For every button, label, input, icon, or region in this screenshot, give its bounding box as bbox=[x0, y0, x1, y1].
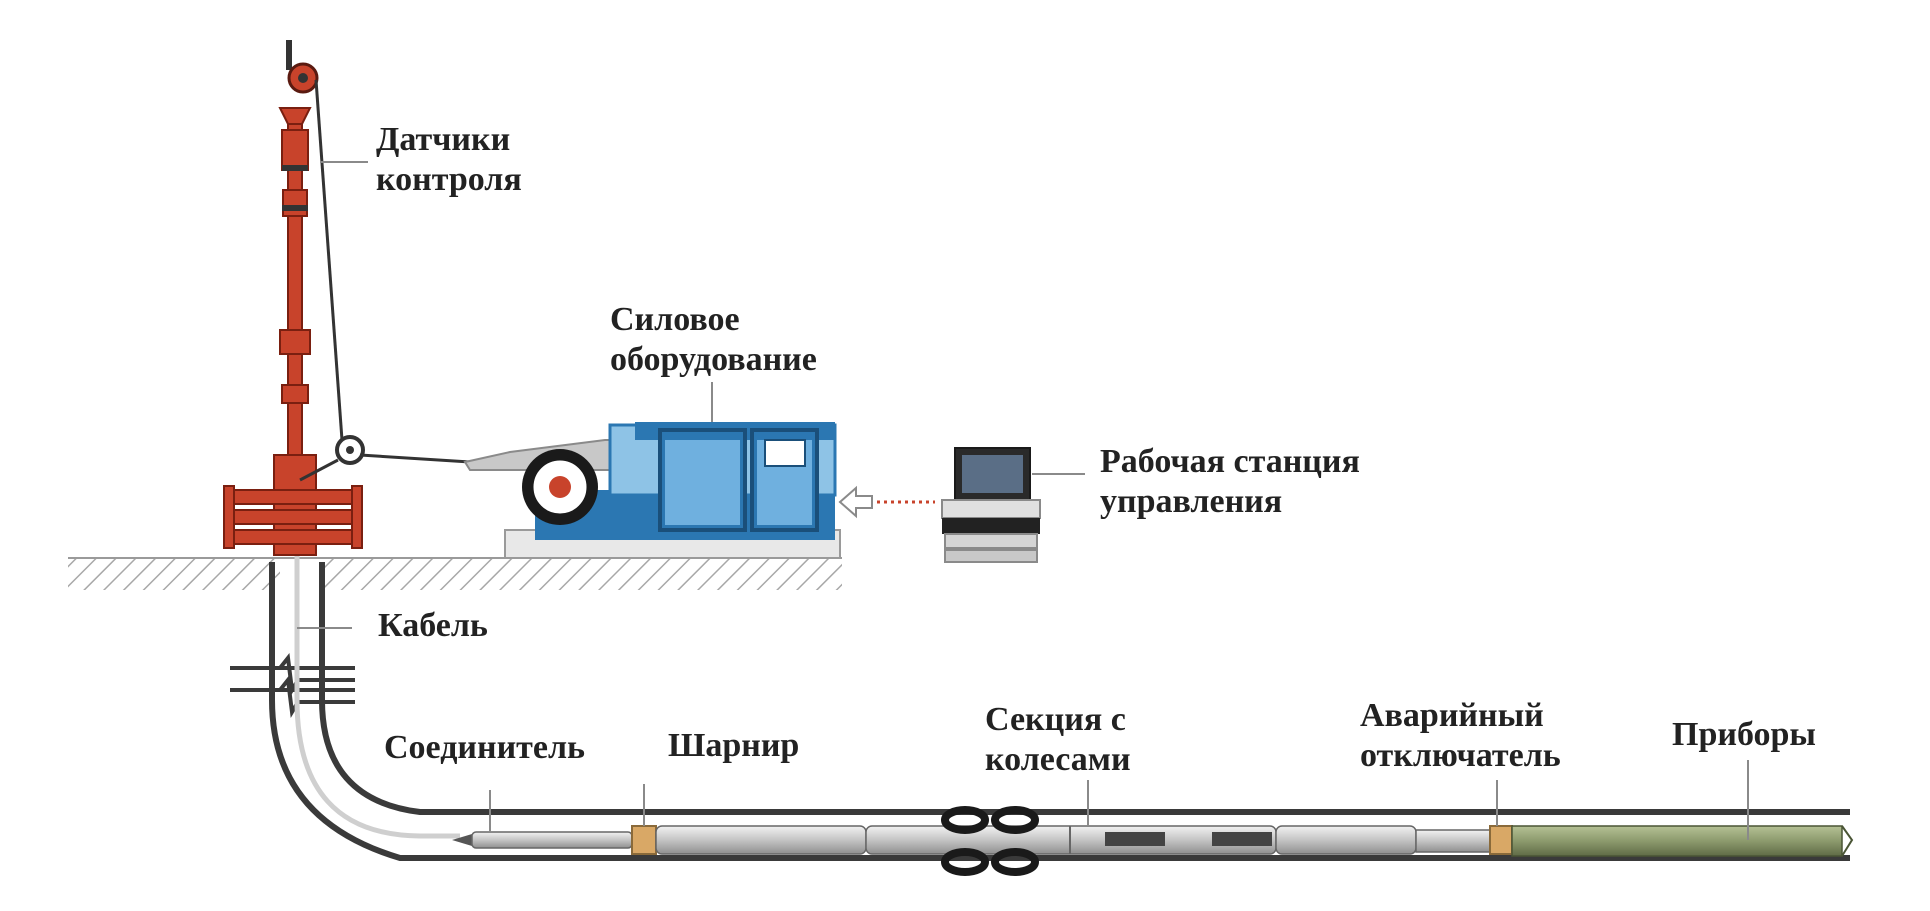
label-workstation: Рабочая станция управления bbox=[1100, 442, 1360, 522]
leader-lines bbox=[297, 161, 1749, 840]
label-emergency-release: Аварийный отключатель bbox=[1360, 696, 1561, 776]
well-casing bbox=[269, 562, 1850, 861]
label-hinge-line1: Шарнир bbox=[668, 727, 800, 764]
workstation bbox=[941, 447, 1041, 563]
label-emergency-line2: отключатель bbox=[1360, 737, 1561, 774]
label-sensors: Датчики контроля bbox=[376, 120, 522, 200]
label-instruments-line1: Приборы bbox=[1672, 716, 1816, 753]
label-hinge: Шарнир bbox=[668, 726, 799, 766]
label-wheels-line1: Секция с bbox=[985, 701, 1126, 738]
tool-string bbox=[452, 825, 1854, 857]
label-wheel-section: Секция с колесами bbox=[985, 700, 1131, 780]
label-power-equipment: Силовое оборудование bbox=[610, 300, 817, 380]
label-sensors-line2: контроля bbox=[376, 161, 522, 198]
cable-line bbox=[294, 540, 460, 839]
label-power-line1: Силовое bbox=[610, 301, 740, 338]
label-wheels-line2: колесами bbox=[985, 741, 1131, 778]
control-link bbox=[838, 485, 935, 519]
wellhead-tower bbox=[223, 40, 363, 556]
label-power-line2: оборудование bbox=[610, 341, 817, 378]
power-equipment-truck bbox=[463, 422, 841, 559]
label-cable-line1: Кабель bbox=[378, 607, 488, 644]
break-symbol bbox=[230, 653, 355, 718]
label-station-line2: управления bbox=[1100, 483, 1283, 520]
label-instruments: Приборы bbox=[1672, 715, 1816, 755]
label-emergency-line1: Аварийный bbox=[1360, 697, 1544, 734]
label-cable: Кабель bbox=[378, 606, 488, 646]
label-station-line1: Рабочая станция bbox=[1100, 443, 1360, 480]
label-sensors-line1: Датчики bbox=[376, 121, 511, 158]
label-connector-line1: Соединитель bbox=[384, 729, 586, 766]
label-connector: Соединитель bbox=[384, 728, 585, 768]
lower-sheave bbox=[335, 435, 365, 465]
top-sheave bbox=[287, 62, 319, 94]
tractor-wheels bbox=[941, 806, 1039, 876]
ground-surface bbox=[68, 557, 842, 590]
